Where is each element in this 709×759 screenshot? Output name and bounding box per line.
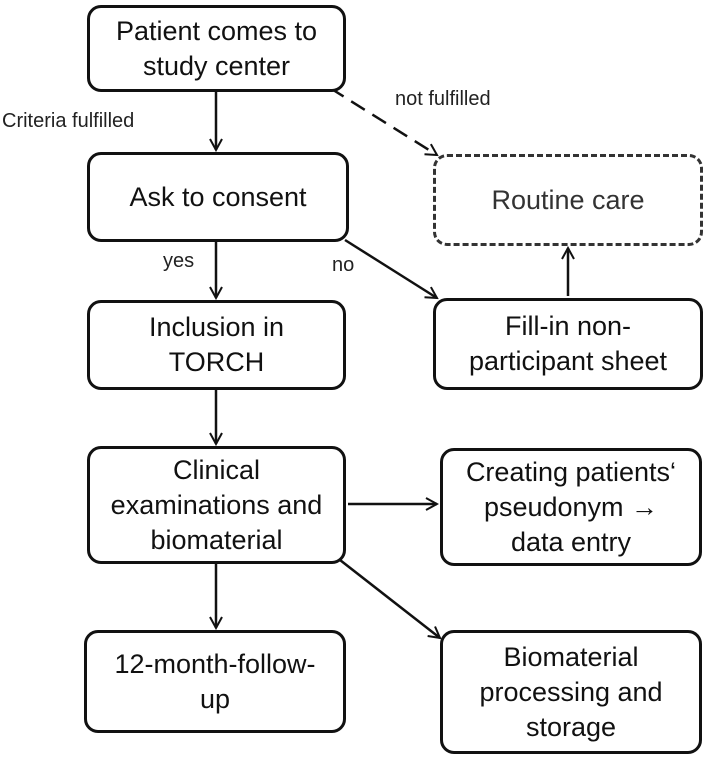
arrow-clinical-to-biomaterial xyxy=(339,559,440,638)
not-fulfilled-label: not fulfilled xyxy=(395,88,491,110)
patient-box: Patient comes to study center xyxy=(87,5,346,92)
inclusion-box: Inclusion in TORCH xyxy=(87,300,346,390)
criteria-fulfilled-label: Criteria fulfilled xyxy=(2,110,135,132)
pseudonym-box: Creating patients‘ pseudonym → data entr… xyxy=(440,448,702,566)
routine-care-box: Routine care xyxy=(433,154,703,246)
nonparticipant-box: Fill-in non- participant sheet xyxy=(433,298,703,390)
arrow-patient-to-routine xyxy=(329,86,437,155)
no-label: no xyxy=(332,254,355,276)
yes-label: yes xyxy=(163,250,195,272)
biomaterial-box: Biomaterial processing and storage xyxy=(440,630,702,754)
consent-box: Ask to consent xyxy=(87,152,349,242)
followup-box: 12-month-follow- up xyxy=(84,630,346,733)
clinical-box: Clinical examinations and biomaterial xyxy=(87,446,346,564)
arrow-consent-to-nonparticipant xyxy=(344,238,437,298)
